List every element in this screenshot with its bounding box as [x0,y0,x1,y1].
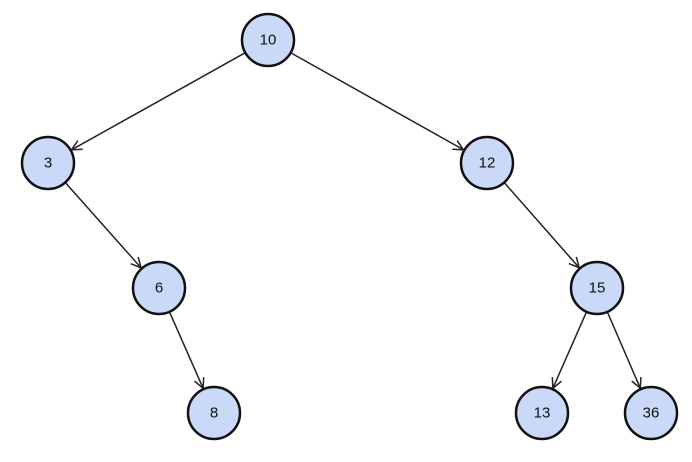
node-label: 36 [643,405,660,422]
node-circle [131,260,187,316]
node-label: 13 [534,405,551,422]
edge-3-to-6 [64,181,141,267]
tree-node-3: 3 [20,135,76,191]
tree-node-36: 36 [623,385,679,441]
node-circle [569,260,625,316]
node-circle [186,385,242,441]
edge-6-to-8 [168,311,203,388]
edge-15-to-13 [553,311,588,388]
node-label: 15 [589,280,606,297]
tree-node-12: 12 [459,135,515,191]
node-circle [514,385,570,441]
edge-10-to-3 [72,52,246,150]
nodes-layer: 10 3 12 6 15 8 13 36 [20,12,679,441]
node-label: 6 [155,280,163,297]
node-circle [240,12,296,68]
edges-layer [64,52,640,389]
node-label: 12 [479,155,496,172]
node-label: 8 [210,405,218,422]
node-label: 10 [260,32,277,49]
tree-node-6: 6 [131,260,187,316]
node-label: 3 [44,155,52,172]
edge-10-to-12 [290,52,464,150]
node-circle [459,135,515,191]
edge-12-to-15 [503,182,579,268]
tree-node-15: 15 [569,260,625,316]
tree-node-13: 13 [514,385,570,441]
edge-15-to-36 [606,311,640,388]
tree-node-10: 10 [240,12,296,68]
tree-node-8: 8 [186,385,242,441]
node-circle [623,385,679,441]
node-circle [20,135,76,191]
